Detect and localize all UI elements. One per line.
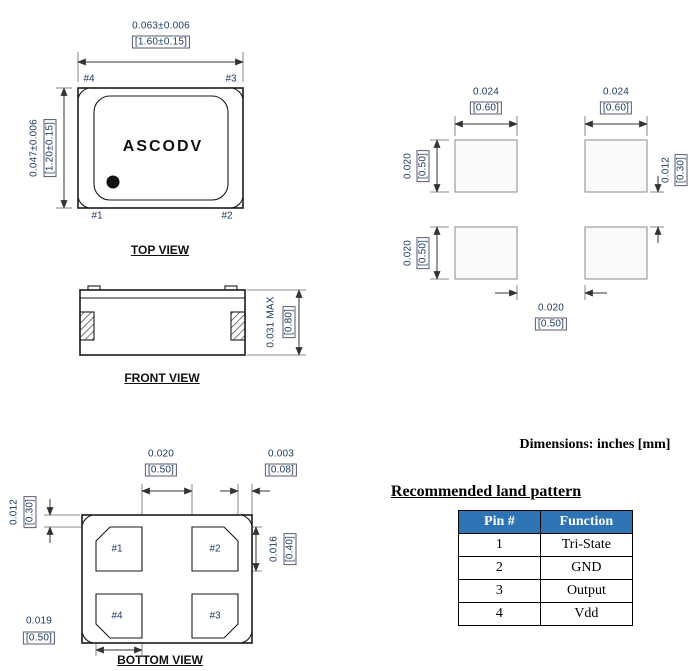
bottom-view-pad-3 [191, 593, 239, 639]
land-pad-height-mm-top: [0.50] [416, 149, 430, 183]
front-view-title: FRONT VIEW [124, 371, 200, 385]
pin-function: GND [539, 556, 634, 580]
bottom-view-pad-4 [95, 593, 143, 639]
pin1-indicator-dot [106, 175, 120, 189]
top-view-title: TOP VIEW [130, 243, 190, 257]
land-pad-top-right [584, 139, 648, 193]
front-view-drawing [79, 285, 306, 356]
bottom-view-pad3-label: #3 [209, 610, 221, 622]
front-view-body [79, 289, 246, 356]
pin-function: Vdd [539, 602, 634, 626]
top-view-pin2-label: #2 [221, 210, 233, 222]
bottom-view-pad-width-inches: 0.019 [25, 615, 53, 627]
pin-function: Tri-State [539, 533, 634, 557]
land-pad-width-mm-right: [0.60] [599, 101, 633, 115]
bottom-view-edge-offset-mm: [0.08] [264, 463, 298, 477]
bottom-view-pad-gap-mm: [0.50] [144, 463, 178, 477]
land-pattern-drawing [430, 116, 664, 300]
top-view-height-inches: 0.047±0.006 [28, 119, 40, 177]
top-view-pin3-label: #3 [225, 73, 237, 85]
bottom-view-title: BOTTOM VIEW [117, 653, 203, 667]
land-pad-height-mm-bottom: [0.50] [416, 236, 430, 270]
land-row-gap-inches: 0.012 [660, 156, 672, 184]
bottom-view-edge-offset-inches: 0.003 [267, 448, 295, 460]
land-pad-width-inches-left: 0.024 [472, 86, 500, 98]
bottom-view-drawing [44, 484, 270, 656]
bottom-view-pad-height-inches: 0.016 [268, 535, 280, 563]
land-pad-bottom-left [454, 226, 518, 280]
pin-function-table: Pin # Function 1 Tri-State 2 GND 3 Outpu… [458, 510, 634, 626]
pin-number: 2 [458, 556, 541, 580]
top-view-dim-lines [56, 52, 244, 209]
bottom-view-pad-width-mm: [0.50] [22, 631, 56, 645]
top-view-pin1-label: #1 [91, 210, 103, 222]
land-row-gap-mm: [0.30] [674, 153, 688, 187]
land-pattern-dim-lines [430, 116, 664, 300]
pin-number: 3 [458, 579, 541, 603]
top-view-drawing [56, 52, 244, 209]
top-view-width-mm: [1.60±0.15] [131, 35, 191, 49]
land-col-gap-mm: [0.50] [534, 317, 568, 331]
pin-column-header: Pin # [458, 510, 541, 534]
bottom-view-corner-castellations [81, 514, 253, 644]
pin-number: 4 [458, 602, 541, 626]
bottom-view-top-offset-inches: 0.012 [8, 498, 20, 526]
front-view-dim-lines [247, 289, 306, 356]
bottom-view-pad-gap-inches: 0.020 [147, 448, 175, 460]
part-marking: ASCODV [122, 138, 204, 155]
bottom-view-pad1-label: #1 [111, 543, 123, 555]
front-view-left-pad [79, 311, 95, 341]
land-pad-bottom-right [584, 226, 648, 280]
land-pattern-heading: Recommended land pattern [390, 483, 582, 500]
pin-function: Output [539, 579, 634, 603]
land-pad-width-inches-right: 0.024 [602, 86, 630, 98]
top-view-pin4-label: #4 [83, 73, 95, 85]
land-pad-width-mm-left: [0.60] [469, 101, 503, 115]
units-note: Dimensions: inches [mm] [519, 437, 671, 452]
bottom-view-pad2-label: #2 [209, 543, 221, 555]
pin-number: 1 [458, 533, 541, 557]
land-col-gap-inches: 0.020 [537, 302, 565, 314]
bottom-view-top-offset-mm: [0.30] [23, 495, 37, 529]
land-pad-height-inches-bottom: 0.020 [402, 239, 414, 267]
function-column-header: Function [539, 510, 634, 534]
bottom-view-pad4-label: #4 [111, 610, 123, 622]
front-view-right-pad [230, 311, 246, 341]
bottom-view-pad-height-mm: [0.40] [283, 532, 297, 566]
table-row: 4 Vdd [458, 602, 634, 626]
bottom-view-pad-2 [191, 526, 239, 572]
top-view-corner-castellations [77, 87, 244, 209]
table-header-row: Pin # Function [458, 510, 634, 534]
top-view-cavity [93, 95, 229, 201]
top-view-height-mm: [1.20±0.15] [43, 118, 57, 178]
land-pad-height-inches-top: 0.020 [402, 152, 414, 180]
table-row: 2 GND [458, 556, 634, 580]
front-view-height-inches: 0.031 MAX [265, 296, 277, 348]
table-row: 1 Tri-State [458, 533, 634, 557]
top-view-width-inches: 0.063±0.006 [132, 20, 190, 32]
table-row: 3 Output [458, 579, 634, 603]
bottom-view-pad-1 [95, 526, 143, 572]
front-view-height-mm: [0.80] [282, 305, 296, 339]
land-pad-top-left [454, 139, 518, 193]
